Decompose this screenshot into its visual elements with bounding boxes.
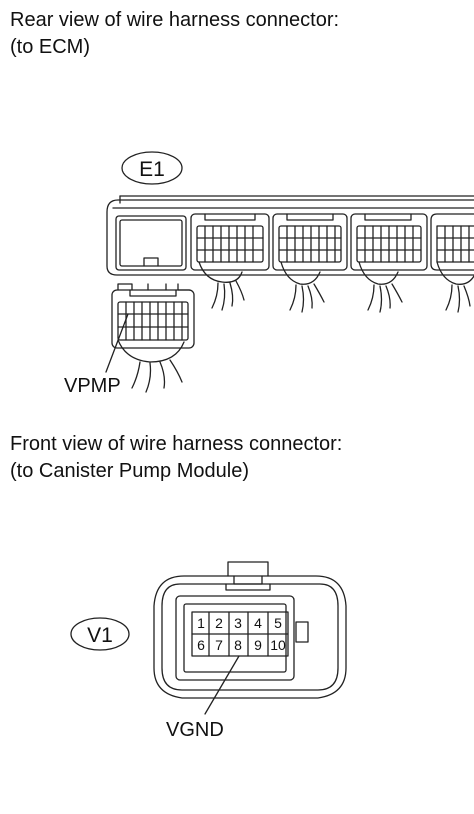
ecm-small-socket: [115, 215, 187, 271]
ecm-terminal-block-1: [190, 213, 270, 271]
pin-7: 7: [215, 637, 223, 653]
ecm-caption-line2: (to ECM): [10, 36, 90, 58]
pump-side-key: [295, 621, 309, 643]
vpmp-label: VPMP: [64, 375, 121, 397]
pump-terminal-grid: [191, 611, 289, 657]
ecm-caption-line1: Rear view of wire harness connector:: [10, 9, 340, 31]
ecm-housing: [106, 199, 474, 276]
pump-housing: [153, 575, 347, 699]
vgnd-leader: [204, 655, 240, 715]
pin-1: 1: [197, 615, 205, 631]
pin-2: 2: [215, 615, 223, 631]
e1-connector-id: E1: [139, 158, 165, 181]
vpmp-leader: [105, 313, 129, 373]
v1-callout-bubble: [70, 617, 130, 651]
pump-caption: Front view of wire harness connector: (t…: [10, 431, 342, 485]
pump-latch: [225, 561, 271, 591]
pin-6: 6: [197, 637, 205, 653]
ecm-terminal-block-3: [350, 213, 428, 271]
pin-10: 10: [270, 637, 286, 653]
pin-9: 9: [254, 637, 262, 653]
pin-4: 4: [254, 615, 262, 631]
pin-5: 5: [274, 615, 282, 631]
ecm-wire-bundles: [198, 261, 474, 313]
pump-caption-line1: Front view of wire harness connector:: [10, 433, 343, 455]
ecm-caption: Rear view of wire harness connector: (to…: [10, 7, 339, 61]
ecm-terminal-block-2: [272, 213, 348, 271]
pin-3: 3: [234, 615, 242, 631]
ecm-terminal-block-4: [430, 213, 474, 271]
pin-8: 8: [234, 637, 242, 653]
ecm-connector-e1: [105, 151, 474, 393]
pump-inner-face: [175, 595, 295, 681]
pump-caption-line2: (to Canister Pump Module): [10, 460, 249, 482]
vgnd-label: VGND: [166, 719, 224, 741]
e1-callout-bubble: [121, 151, 183, 185]
v1-connector-id: V1: [87, 624, 113, 647]
ecm-harness-plug: [111, 283, 195, 393]
pump-connector-v1: [70, 561, 347, 715]
